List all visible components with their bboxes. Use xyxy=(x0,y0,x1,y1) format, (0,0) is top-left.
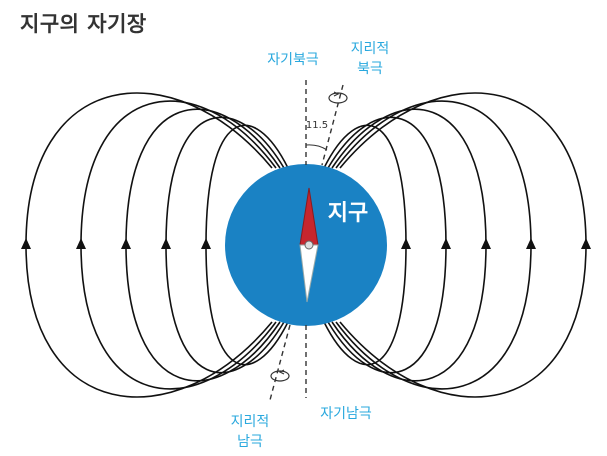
field-arrow-icon xyxy=(121,238,131,249)
tilt-angle-label: 11.5 xyxy=(306,120,328,131)
field-arrow-icon xyxy=(201,238,211,249)
magnetic-south-label: 자기남극 xyxy=(320,406,372,422)
field-arrows xyxy=(21,238,591,249)
field-arrow-icon xyxy=(401,238,411,249)
earth-label: 지구 xyxy=(328,201,368,226)
magnetic-north-label: 자기북극 xyxy=(267,52,319,68)
tilt-arc xyxy=(305,144,328,151)
geographic-north-label-line2: 북극 xyxy=(357,61,383,77)
field-arrow-icon xyxy=(526,238,536,249)
field-arrow-icon xyxy=(21,238,31,249)
compass-needle-icon xyxy=(299,187,319,303)
field-arrow-icon xyxy=(76,238,86,249)
geographic-axis xyxy=(269,84,344,401)
field-arrow-icon xyxy=(161,238,171,249)
geographic-north-label-line1: 지리적 xyxy=(351,41,390,57)
rotation-arrow-icon xyxy=(328,91,348,104)
page-title: 지구의 자기장 xyxy=(20,12,147,36)
field-arrow-icon xyxy=(441,238,451,249)
field-arrow-icon xyxy=(581,238,591,249)
field-arrow-icon xyxy=(481,238,491,249)
rotation-arrow-icon xyxy=(270,369,290,382)
geographic-south-label-line2: 남극 xyxy=(237,434,263,450)
geographic-south-label-line1: 지리적 xyxy=(231,414,270,430)
